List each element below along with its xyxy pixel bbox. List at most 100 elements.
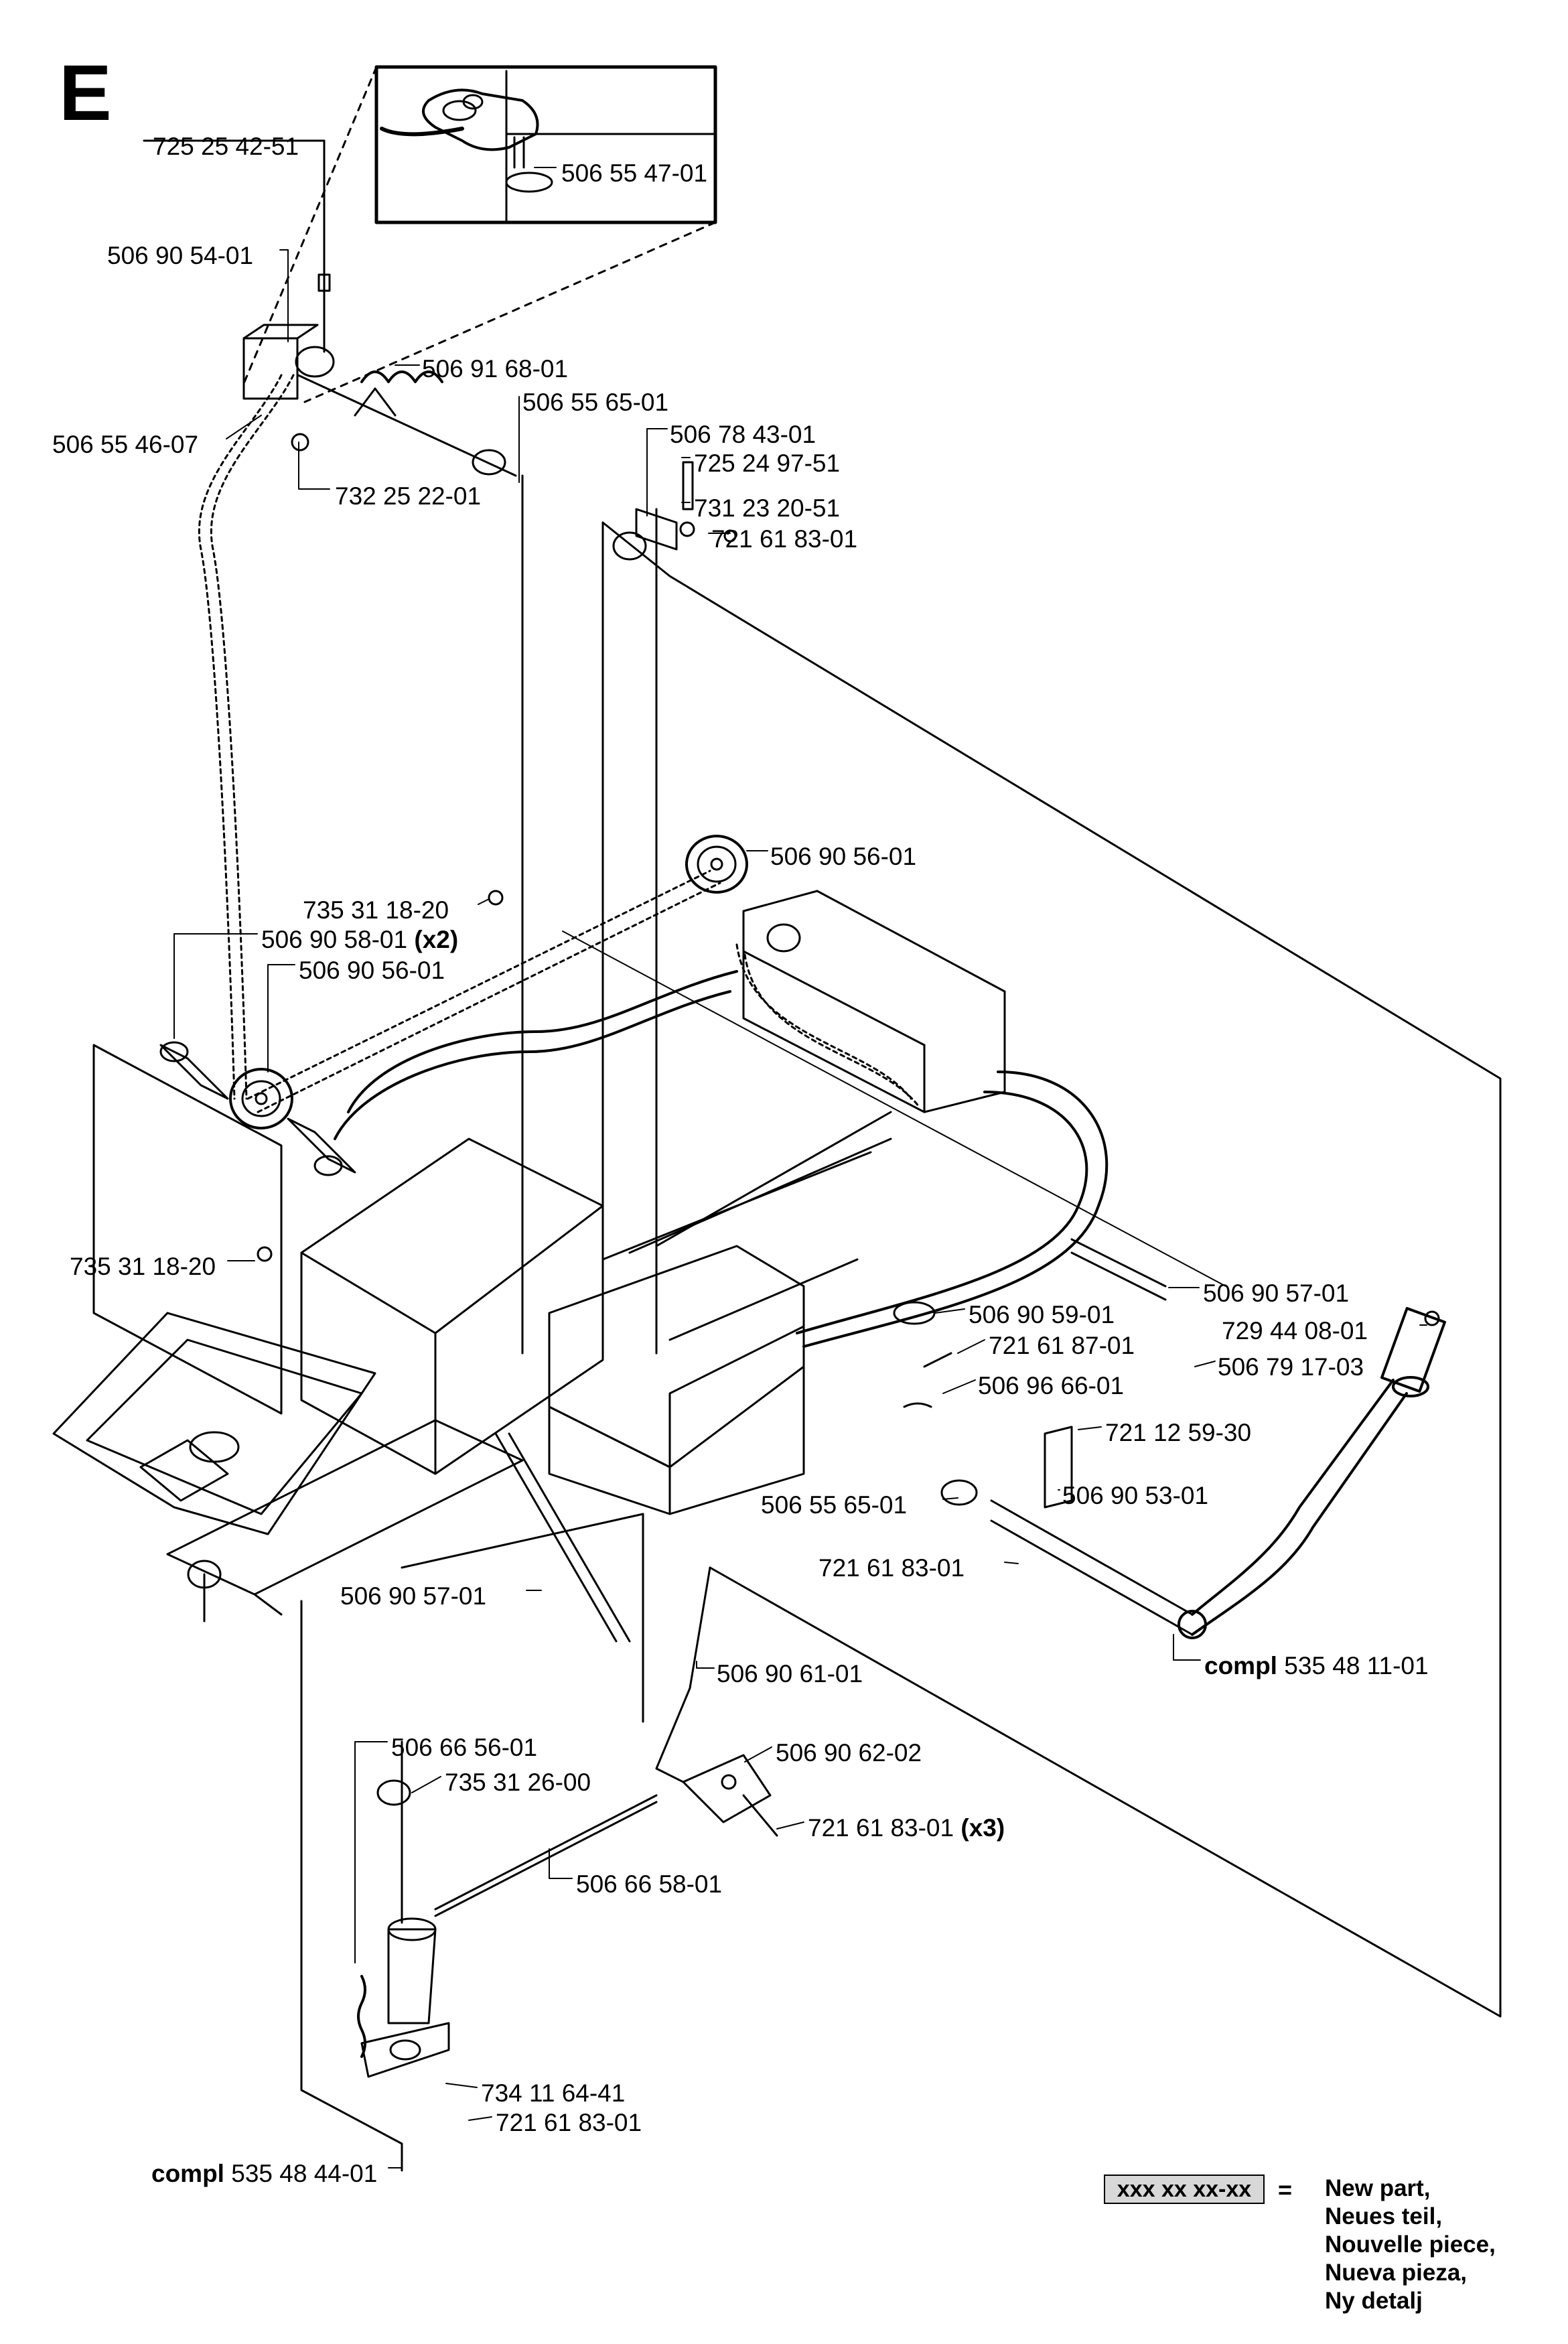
legend-text: New part, Neues teil, Nouvelle piece, Nu… — [1325, 2175, 1496, 2315]
part-label-l23: 721 12 59-30 — [1105, 1420, 1251, 1445]
hardware — [257, 461, 1440, 1509]
part-label-l31: 506 90 62-02 — [776, 1740, 922, 1765]
part-label-l08: 725 24 97-51 — [694, 451, 840, 476]
part-number: 506 90 58-01 — [261, 926, 408, 953]
part-number: 734 11 64-41 — [481, 2079, 626, 2107]
part-label-l15: 506 90 56-01 — [299, 958, 445, 983]
spacers — [159, 1041, 356, 1176]
frame-outlines — [92, 474, 1502, 2172]
part-number: 735 31 18-20 — [70, 1253, 216, 1280]
part-label-l34: 506 66 58-01 — [576, 1872, 722, 1897]
part-number: 721 61 83-01 — [496, 2109, 642, 2136]
part-label-l30: 506 66 56-01 — [391, 1735, 537, 1760]
part-label-l11: 721 61 83-01 — [711, 527, 857, 551]
part-label-l05: 506 55 65-01 — [522, 390, 668, 415]
part-label-l28: compl 535 48 11-01 — [1204, 1653, 1429, 1678]
part-number: 535 48 11-01 — [1284, 1652, 1429, 1679]
part-number: 721 12 59-30 — [1105, 1419, 1252, 1446]
part-number: 735 31 18-20 — [303, 896, 449, 924]
part-number: 731 23 20-51 — [694, 494, 841, 522]
floor-plate — [52, 1312, 524, 1623]
part-label-l09: 731 23 20-51 — [694, 496, 840, 521]
part-number: 506 90 59-01 — [969, 1301, 1115, 1328]
part-label-prefix: compl — [1204, 1652, 1285, 1679]
part-label-l14: 506 90 58-01 (x2) — [261, 927, 458, 952]
part-label-l24: 506 55 65-01 — [761, 1493, 907, 1517]
part-label-l01: 725 25 42-51 — [153, 134, 299, 159]
part-label-l27: 506 90 57-01 — [340, 1584, 486, 1608]
part-number: 506 96 66-01 — [978, 1372, 1125, 1399]
legend-line-5: Ny detalj — [1325, 2288, 1423, 2314]
part-quantity: (x3) — [954, 1814, 1005, 1842]
part-number: 506 90 61-01 — [717, 1660, 863, 1687]
part-number: 725 24 97-51 — [694, 450, 841, 477]
part-number: 506 90 57-01 — [1203, 1280, 1350, 1307]
control-rod — [434, 1566, 778, 1917]
part-quantity: (x2) — [407, 926, 459, 953]
detail-inset — [243, 65, 717, 403]
part-label-l35: 734 11 64-41 — [481, 2081, 625, 2106]
legend-equals: = — [1278, 2176, 1293, 2203]
part-label-l37: compl 535 48 44-01 — [151, 2161, 377, 2186]
legend-line-4: Nueva pieza, — [1325, 2260, 1468, 2286]
part-label-l03: 506 90 54-01 — [107, 243, 253, 268]
part-label-l07: 506 78 43-01 — [670, 422, 816, 447]
part-number: 506 79 17-03 — [1218, 1353, 1364, 1381]
chain — [198, 374, 920, 1113]
part-label-l02: 506 55 47-01 — [561, 161, 707, 186]
part-label-l36: 721 61 83-01 — [496, 2110, 642, 2135]
part-number: 506 55 46-07 — [52, 431, 199, 458]
part-number: 506 90 53-01 — [1062, 1482, 1209, 1509]
part-label-l26: 721 61 83-01 — [818, 1556, 965, 1580]
part-label-prefix: compl — [151, 2160, 232, 2187]
part-number: 506 55 65-01 — [761, 1491, 908, 1519]
part-number: 506 90 54-01 — [107, 242, 254, 269]
part-label-l13: 735 31 18-20 — [303, 898, 449, 922]
part-label-l12: 506 90 56-01 — [770, 844, 916, 869]
part-number: 506 55 65-01 — [522, 389, 669, 416]
main-chassis — [300, 890, 1006, 1515]
part-number: 506 90 56-01 — [770, 843, 917, 870]
pulley-upper — [685, 835, 748, 894]
part-number: 506 90 57-01 — [340, 1582, 487, 1610]
part-number: 732 25 22-01 — [335, 482, 482, 510]
legend-line-1: New part, — [1325, 2175, 1431, 2201]
part-label-l04: 506 91 68-01 — [422, 356, 568, 381]
part-label-l16: 735 31 18-20 — [70, 1254, 216, 1279]
part-label-l33: 721 61 83-01 (x3) — [808, 1815, 1005, 1840]
part-number: 535 48 44-01 — [231, 2160, 378, 2187]
part-label-l20: 721 61 87-01 — [989, 1333, 1135, 1358]
part-number: 506 91 68-01 — [422, 355, 569, 383]
part-number: 506 90 56-01 — [299, 957, 445, 984]
leader-lines — [173, 167, 1427, 2168]
pedal-bracket-cluster — [143, 139, 517, 477]
part-label-l29: 506 90 61-01 — [717, 1661, 863, 1686]
section-letter: E — [59, 49, 112, 137]
part-number: 506 66 56-01 — [391, 1734, 538, 1761]
part-number: 506 66 58-01 — [576, 1870, 723, 1898]
part-number: 725 25 42-51 — [153, 133, 299, 160]
part-number: 506 55 47-01 — [561, 159, 708, 187]
lower-pedal — [357, 1740, 450, 2078]
legend-line-3: Nouvelle piece, — [1325, 2231, 1496, 2258]
pulley-lower — [229, 1068, 293, 1129]
part-label-l25: 506 90 53-01 — [1062, 1483, 1208, 1508]
legend-new-part-box: xxx xx xx-xx — [1104, 2175, 1265, 2204]
frame-hoop — [334, 970, 1109, 1348]
part-label-l21: 506 79 17-03 — [1218, 1355, 1364, 1379]
part-label-l19: 729 44 08-01 — [1222, 1318, 1368, 1343]
part-label-l32: 735 31 26-00 — [445, 1770, 591, 1795]
part-label-l06: 506 55 46-07 — [52, 432, 198, 457]
part-number: 721 61 83-01 — [808, 1814, 954, 1842]
part-number: 735 31 26-00 — [445, 1769, 591, 1796]
legend-line-2: Neues teil, — [1325, 2203, 1443, 2229]
part-label-l17: 506 90 57-01 — [1203, 1281, 1349, 1306]
shafts — [494, 930, 1226, 1643]
part-label-l10: 732 25 22-01 — [335, 484, 481, 508]
part-number: 729 44 08-01 — [1222, 1317, 1368, 1345]
part-number: 506 90 62-02 — [776, 1739, 922, 1767]
part-number: 721 61 87-01 — [989, 1332, 1135, 1359]
part-number: 721 61 83-01 — [818, 1554, 965, 1582]
part-label-l22: 506 96 66-01 — [978, 1373, 1124, 1398]
